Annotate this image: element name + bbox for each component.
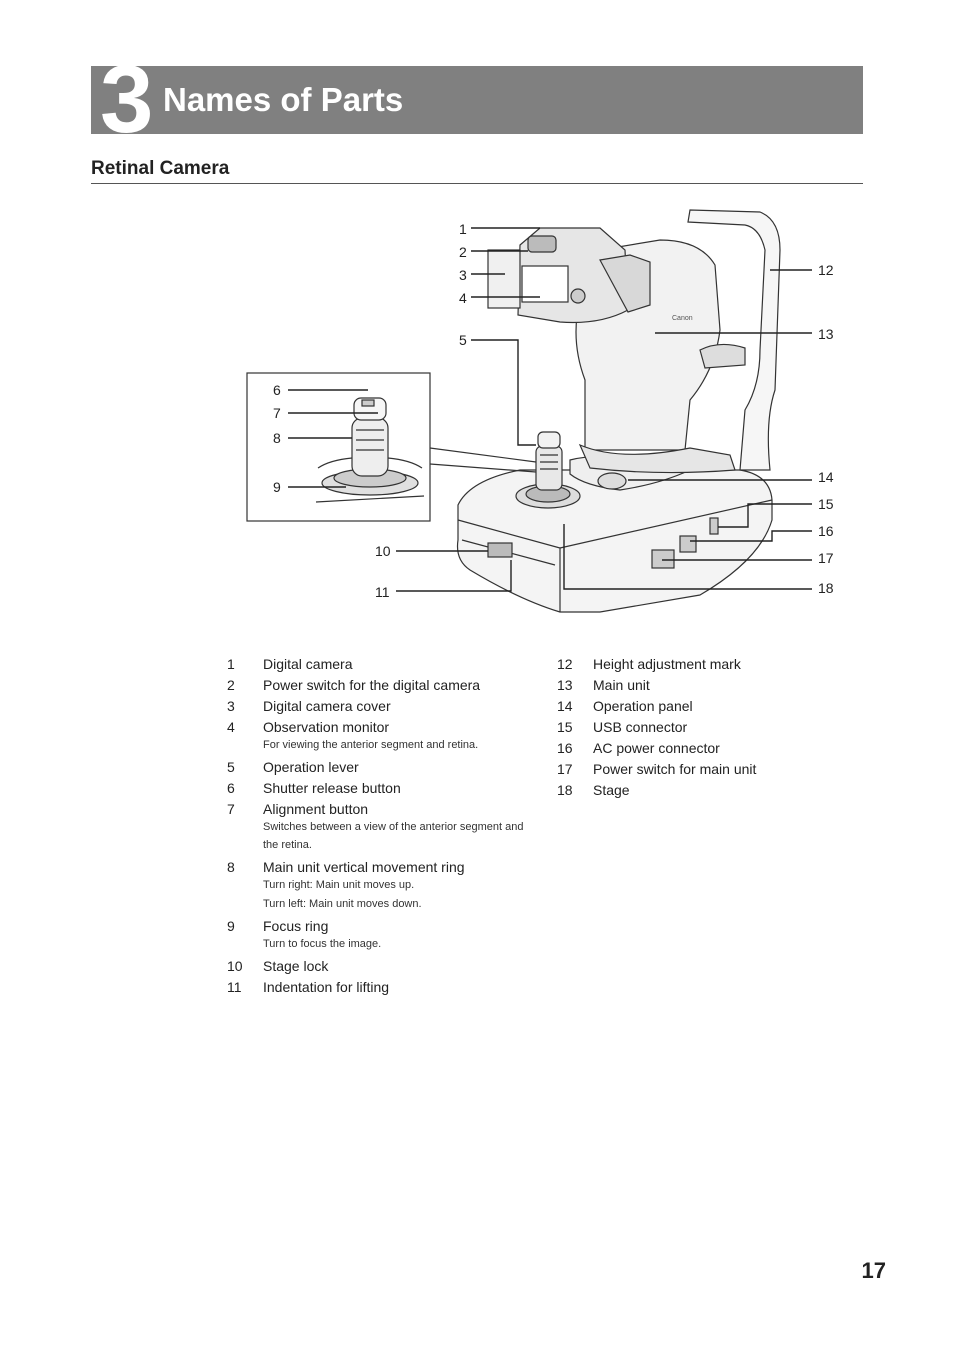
part-note: Turn left: Main unit moves down.: [263, 898, 422, 910]
callout-1: 1: [459, 221, 467, 237]
callout-6: 6: [273, 382, 281, 398]
part-number: 4: [227, 719, 235, 735]
part-number: 1: [227, 656, 235, 672]
callout-18: 18: [818, 580, 834, 596]
part-item: 14 Operation panel: [557, 698, 857, 714]
joystick-detail-inset: [246, 372, 537, 522]
part-label: Alignment button: [263, 801, 369, 817]
part-label: Main unit: [593, 677, 650, 693]
callout-8: 8: [273, 430, 281, 446]
part-label: Power switch for the digital camera: [263, 677, 481, 693]
part-item: 3 Digital camera cover: [227, 698, 527, 714]
callout-14: 14: [818, 469, 834, 485]
part-number: 10: [227, 958, 243, 974]
chapter-header-bar: [91, 66, 863, 134]
svg-text:Canon: Canon: [672, 315, 693, 322]
part-label: Power switch for main unit: [593, 761, 757, 777]
part-label: Observation monitor: [263, 719, 390, 735]
parts-list-right: 12 Height adjustment mark 13 Main unit 14 Ope…: [557, 656, 857, 803]
callout-2: 2: [459, 244, 467, 260]
part-number: 15: [557, 719, 573, 735]
part-label: Main unit vertical movement ring: [263, 859, 465, 875]
part-label: Shutter release button: [263, 780, 401, 796]
chapter-number: 3: [100, 46, 153, 153]
part-label: Operation panel: [593, 698, 693, 714]
callout-11: 11: [375, 584, 390, 600]
part-number: 3: [227, 698, 235, 714]
part-number: 9: [227, 918, 235, 934]
part-item: 17 Power switch for main unit: [557, 761, 857, 777]
part-item: 16 AC power connector: [557, 740, 857, 756]
page-number: 17: [861, 1258, 886, 1283]
chinrest-frame-illustration: [687, 209, 781, 471]
retinal-camera-diagram: Canon: [246, 209, 812, 613]
operation-lever-illustration: [535, 431, 563, 491]
callout-5: 5: [459, 332, 467, 348]
leader-lines: [288, 227, 812, 592]
part-item: 15 USB connector: [557, 719, 857, 735]
part-item: 5 Operation lever: [227, 759, 527, 775]
part-label: Stage lock: [263, 958, 329, 974]
part-number: 7: [227, 801, 235, 817]
part-label: Height adjustment mark: [593, 656, 741, 672]
callout-3: 3: [459, 267, 467, 283]
part-note: Switches between a view of the anterior …: [263, 821, 524, 851]
part-number: 18: [557, 782, 573, 798]
stage-illustration: [456, 469, 773, 613]
part-item: 12 Height adjustment mark: [557, 656, 857, 672]
parts-list-left: 1 Digital camera 2 Power switch for the dig…: [227, 656, 527, 1000]
part-number: 8: [227, 859, 235, 875]
part-label: Digital camera cover: [263, 698, 391, 714]
part-number: 2: [227, 677, 235, 693]
part-item: 10 Stage lock: [227, 958, 527, 974]
part-item: 11 Indentation for lifting: [227, 979, 527, 995]
part-number: 12: [557, 656, 573, 672]
part-number: 16: [557, 740, 573, 756]
part-label: Focus ring: [263, 918, 329, 934]
section-divider: [91, 183, 863, 184]
part-label: Digital camera: [263, 656, 353, 672]
part-item: 2 Power switch for the digital camera: [227, 677, 527, 693]
part-number: 14: [557, 698, 573, 714]
part-number: 11: [227, 979, 242, 995]
callout-4: 4: [459, 290, 467, 306]
callout-10: 10: [375, 543, 391, 559]
part-item: 13 Main unit: [557, 677, 857, 693]
part-note: Turn right: Main unit moves up.: [263, 879, 415, 891]
part-label: USB connector: [593, 719, 688, 735]
callout-12: 12: [818, 262, 834, 278]
part-item: 6 Shutter release button: [227, 780, 527, 796]
part-number: 17: [557, 761, 573, 777]
part-number: 13: [557, 677, 573, 693]
part-number: 5: [227, 759, 235, 775]
callout-17: 17: [818, 550, 834, 566]
callout-15: 15: [818, 496, 834, 512]
part-label: Indentation for lifting: [263, 979, 390, 995]
part-label: AC power connector: [593, 740, 720, 756]
part-label: Stage: [593, 782, 630, 798]
part-note: For viewing the anterior segment and ret…: [263, 739, 479, 751]
callout-7: 7: [273, 405, 281, 421]
section-title: Retinal Camera: [91, 158, 230, 179]
part-label: Operation lever: [263, 759, 359, 775]
callout-13: 13: [818, 326, 834, 342]
chapter-title: Names of Parts: [163, 81, 404, 118]
digital-camera-illustration: [487, 227, 651, 324]
part-number: 6: [227, 780, 235, 796]
callout-9: 9: [273, 479, 281, 495]
part-note: Turn to focus the image.: [263, 938, 382, 950]
callout-16: 16: [818, 523, 834, 539]
part-item: 1 Digital camera: [227, 656, 527, 672]
part-item: 18 Stage: [557, 782, 857, 798]
